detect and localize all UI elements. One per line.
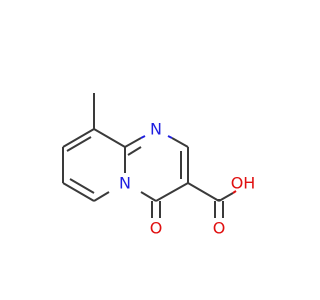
bond-c7-c6-double: [69, 178, 95, 194]
bond-c6-n-bridge: [93, 191, 110, 202]
atom-n-ring: N: [150, 120, 162, 139]
bond-c9a-n1: [124, 137, 142, 148]
bond-n1-half-right: [167, 135, 173, 139]
atom-oh-acid: OH: [231, 174, 256, 193]
bond-oh-half: [232, 190, 237, 194]
bond-n1-c2: [171, 137, 189, 148]
bond-c4-n-bridge: [140, 191, 157, 202]
structure-svg: N N O O OH: [62, 93, 256, 238]
atom-o-acid-carbonyl: O: [213, 219, 226, 238]
atom-o-ring-carbonyl: O: [150, 219, 163, 238]
bond-n1-half-left: [140, 135, 146, 139]
atom-n-bridge: N: [119, 174, 131, 193]
bond-c7-c6: [62, 182, 95, 202]
bond-c3-cooh: [187, 182, 220, 202]
bond-c9a-n1-double: [127, 146, 142, 156]
bond-cooh-oh-link: [218, 192, 234, 202]
bond-c9-c8: [62, 128, 95, 148]
molecule-diagram: N N O O OH: [62, 93, 256, 238]
bond-c3-c4: [155, 182, 189, 202]
bond-c9-c8-double: [66, 136, 92, 152]
bond-c9-c9a: [93, 128, 126, 148]
